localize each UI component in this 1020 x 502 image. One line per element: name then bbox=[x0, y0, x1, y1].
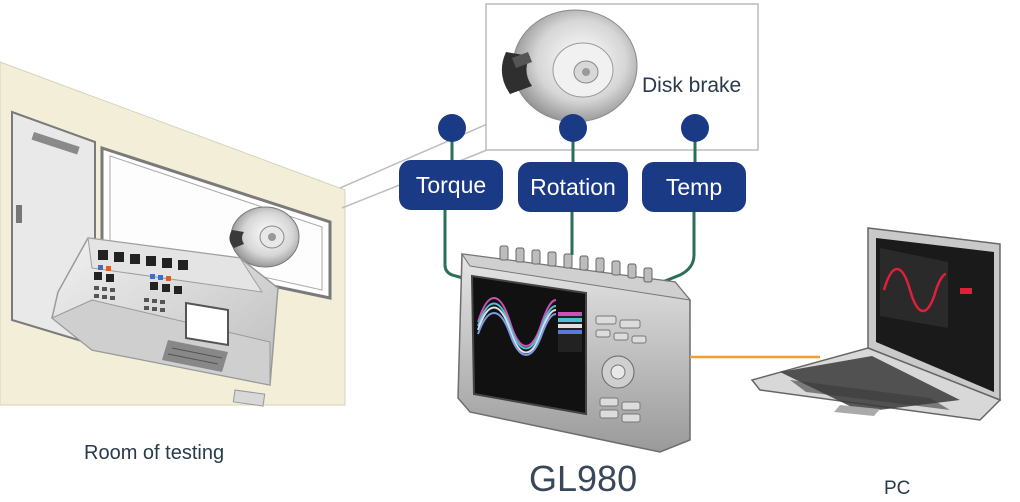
temp-sensor-node-icon bbox=[681, 114, 709, 142]
torque-sensor-label: Torque bbox=[399, 160, 503, 210]
temp-sensor-label: Temp bbox=[642, 162, 746, 212]
disk-brake-inset bbox=[485, 3, 759, 151]
rotation-sensor-label: Rotation bbox=[518, 162, 628, 212]
torque-sensor-node-icon bbox=[438, 114, 466, 142]
disk-brake-label: Disk brake bbox=[642, 74, 742, 97]
room-of-testing-label: Room of testing bbox=[84, 442, 225, 464]
rotation-sensor-node-icon bbox=[559, 114, 587, 142]
laptop-pc bbox=[750, 227, 1002, 421]
control-console bbox=[51, 237, 279, 407]
gl980-label: GL980 bbox=[529, 458, 638, 499]
pc-label: PC bbox=[884, 478, 911, 499]
disk-brake-small-icon bbox=[229, 206, 300, 268]
gl980-device bbox=[457, 245, 692, 453]
